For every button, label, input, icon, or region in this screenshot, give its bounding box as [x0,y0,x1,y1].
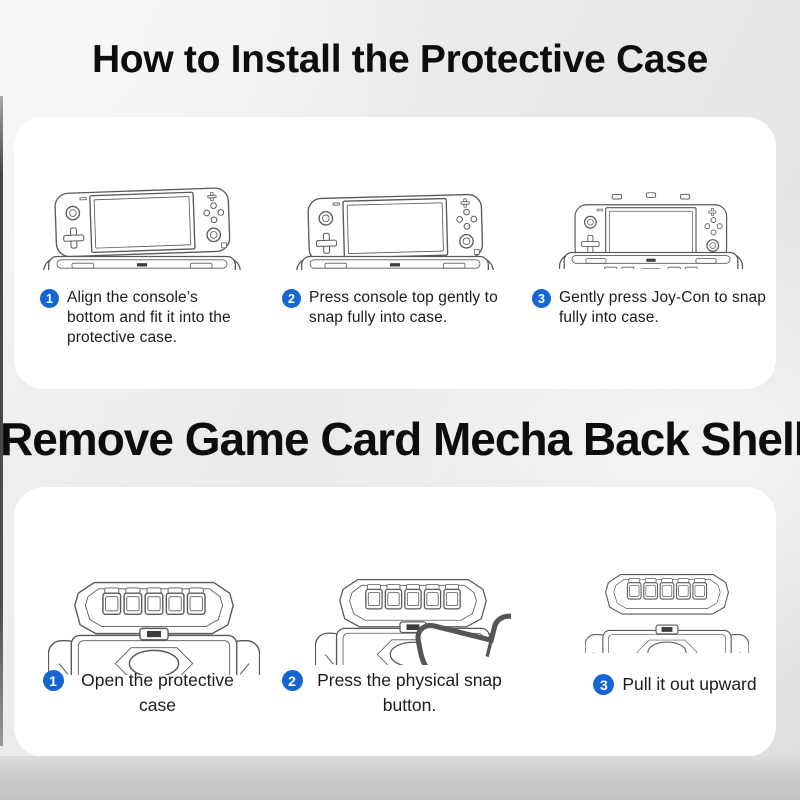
step-2-badge: 2 [281,670,303,691]
remove-step-3: 3 Pull it out upward [560,672,790,697]
back-shell-pulled-out-illustration [585,573,749,653]
install-card: 1 Align the console’s bottom and fit it … [14,117,776,389]
install-step-3: 3 Gently press Joy-Con to snap fully int… [532,288,772,328]
remove-step-1: 1 Open the protective case [28,668,258,718]
remove-step-3-text: Pull it out upward [622,674,757,694]
bottom-gradient-band [0,756,800,800]
console-seated-in-case-illustration [558,192,744,269]
install-title: How to Install the Protective Case [91,38,709,81]
remove-step-1-text: Open the protective case [81,670,234,715]
remove-step-2-text: Press the physical snap button. [317,670,502,715]
install-step-2: 2 Press console top gently to snap fully… [282,288,522,328]
step-1-badge: 1 [42,670,64,691]
back-shell-open-on-case-illustration [48,581,260,675]
step-1-badge: 1 [40,289,59,308]
install-step-1: 1 Align the console’s bottom and fit it … [40,288,265,348]
install-step-2-text: Press console top gently to snap fully i… [309,289,498,326]
console-pressed-into-case-illustration [295,193,494,270]
install-step-3-text: Gently press Joy-Con to snap fully into … [559,289,766,326]
remove-step-2: 2 Press the physical snap button. [270,668,520,718]
step-3-badge: 3 [532,289,551,308]
remove-card: 1 Open the protective case 2 Press the p… [14,487,776,757]
install-step-1-text: Align the console’s bottom and fit it in… [67,289,231,346]
remove-title: Remove Game Card Mecha Back Shell [0,413,800,465]
left-edge-shadow [0,96,3,746]
hand-pressing-snap-button-illustration [315,578,511,665]
step-2-badge: 2 [282,289,301,308]
console-hover-above-case-illustration [43,186,241,270]
step-3-badge: 3 [593,674,615,695]
